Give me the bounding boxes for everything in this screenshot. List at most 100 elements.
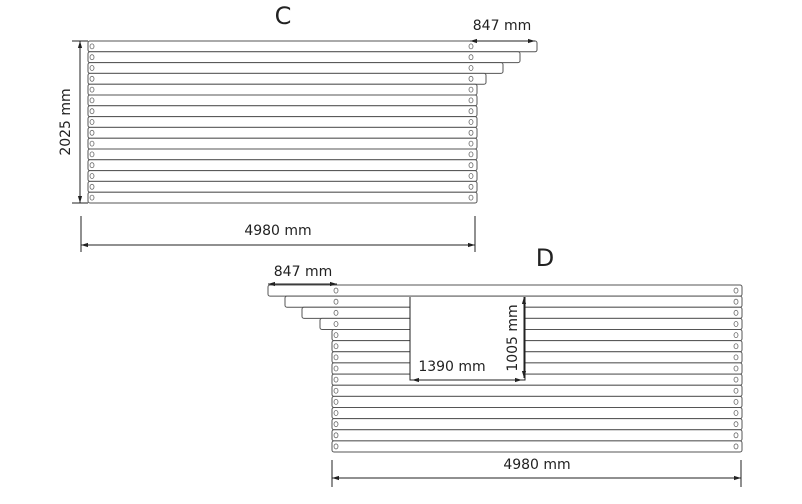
view-c-title: C [275, 2, 292, 30]
log-notch [89, 54, 95, 61]
log-row [87, 72, 487, 85]
log-notch [333, 354, 339, 361]
log-row [331, 440, 743, 453]
log-notch [733, 387, 739, 394]
d-width-label: 4980 mm [503, 457, 570, 473]
log-notch [89, 75, 95, 82]
log-row [319, 317, 743, 331]
log-row [331, 429, 743, 442]
log-notch [333, 387, 339, 394]
log-row [87, 51, 521, 64]
log-notch [468, 119, 474, 125]
log-notch [333, 365, 339, 372]
log-notch [89, 97, 95, 104]
log-notch [468, 54, 474, 61]
log-notch [733, 410, 739, 416]
log-notch [468, 162, 474, 169]
log-notch [333, 287, 339, 294]
log-notch [733, 432, 739, 439]
log-notch [468, 86, 474, 93]
log-notch [89, 108, 95, 115]
view-c-logs [87, 40, 538, 204]
log-row [87, 180, 478, 193]
log-notch [89, 162, 95, 169]
log-notch [333, 332, 339, 339]
log-notch [733, 298, 739, 305]
log-notch [733, 332, 739, 339]
log-row [331, 362, 743, 375]
log-row [331, 351, 743, 364]
log-notch [468, 129, 474, 136]
log-row [87, 137, 478, 150]
log-notch [89, 119, 95, 125]
log-notch [468, 173, 474, 179]
log-notch [333, 376, 339, 383]
log-notch [89, 151, 95, 158]
c-overhang-label: 847 mm [473, 18, 531, 34]
log-notch [89, 43, 95, 50]
log-row [87, 62, 504, 74]
window-opening [410, 297, 525, 380]
log-row [87, 116, 478, 128]
log-notch [468, 140, 474, 147]
log-notch [733, 398, 739, 405]
d-opening-width-label: 1390 mm [418, 359, 485, 375]
log-row [87, 170, 478, 182]
view-c: C 2025 mm 4980 mm 847 mm [58, 2, 538, 252]
log-notch [89, 194, 95, 201]
log-notch [733, 354, 739, 361]
log-notch [468, 65, 474, 71]
log-notch [733, 287, 739, 294]
log-notch [733, 365, 739, 372]
log-notch [468, 75, 474, 82]
log-notch [468, 151, 474, 158]
log-notch [89, 183, 95, 190]
log-notch [468, 183, 474, 190]
log-notch [333, 309, 339, 316]
log-row [331, 373, 743, 386]
log-notch [333, 432, 339, 439]
log-row [87, 191, 478, 204]
log-notch [333, 343, 339, 350]
log-row [331, 340, 743, 353]
log-notch [733, 443, 739, 450]
log-notch [89, 140, 95, 147]
log-row [331, 418, 743, 431]
log-notch [733, 321, 739, 327]
log-notch [468, 194, 474, 201]
log-notch [89, 129, 95, 136]
log-notch [468, 43, 474, 50]
log-notch [333, 410, 339, 416]
c-height-label: 2025 mm [58, 88, 74, 155]
d-overhang-label: 847 mm [274, 264, 332, 280]
log-notch [89, 65, 95, 71]
d-opening-height-label: 1005 mm [505, 304, 521, 371]
log-notch [89, 86, 95, 93]
log-notch [333, 321, 339, 327]
log-row [267, 284, 743, 297]
log-row [331, 395, 743, 408]
log-notch [333, 298, 339, 305]
log-row [331, 406, 743, 420]
log-notch [333, 421, 339, 428]
log-row [331, 384, 743, 397]
log-notch [733, 343, 739, 350]
log-row [87, 94, 478, 107]
log-row [87, 105, 478, 118]
log-notch [468, 108, 474, 115]
log-row [87, 159, 478, 172]
c-width-label: 4980 mm [244, 223, 311, 239]
log-row [331, 329, 743, 342]
log-row [87, 126, 478, 139]
log-notch [333, 398, 339, 405]
log-notch [733, 421, 739, 428]
log-row [87, 83, 478, 96]
log-notch [733, 376, 739, 383]
view-d-logs [267, 284, 743, 453]
log-notch [89, 173, 95, 179]
view-d-title: D [536, 244, 554, 272]
log-notch [468, 97, 474, 104]
log-row [87, 148, 478, 161]
log-notch [333, 443, 339, 450]
